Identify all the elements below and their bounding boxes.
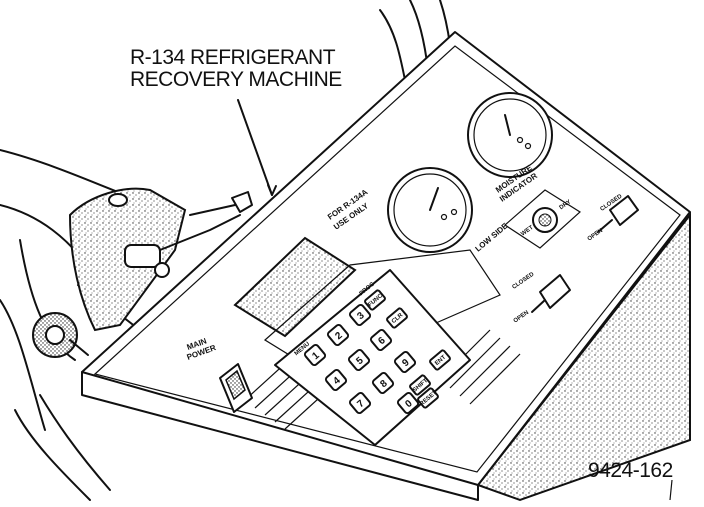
- valve-knob-upper[interactable]: [597, 195, 639, 233]
- key-8[interactable]: 8: [371, 371, 395, 395]
- key-ent[interactable]: ENT: [429, 349, 451, 371]
- key-clr[interactable]: CLR: [386, 307, 408, 329]
- key-9[interactable]: 9: [393, 350, 417, 374]
- key-label: 6: [376, 335, 388, 347]
- valve-knob-lower[interactable]: [531, 274, 571, 313]
- key-label: 2: [333, 330, 345, 342]
- key-label: 9: [400, 357, 412, 369]
- key-label: 1: [310, 350, 322, 362]
- key-func[interactable]: FUNC: [364, 289, 386, 311]
- key-label: 5: [354, 355, 366, 367]
- key-label: 0: [403, 398, 415, 410]
- key-4[interactable]: 4: [324, 368, 348, 392]
- callout-line-1: R-134 REFRIGERANT: [130, 46, 336, 69]
- callout-leader: [237, 99, 273, 196]
- key-7[interactable]: 7: [348, 391, 372, 415]
- main-power-switch[interactable]: [219, 363, 253, 413]
- low-side-gauge: [387, 167, 473, 253]
- key-2[interactable]: 2: [326, 323, 350, 347]
- display-window: [233, 236, 357, 338]
- machine-right-side: [476, 212, 691, 502]
- high-side-gauge: [467, 92, 553, 178]
- key-5[interactable]: 5: [347, 348, 371, 372]
- gear-part: [32, 312, 89, 358]
- key-label: 3: [355, 310, 367, 322]
- figure-number: 9424-162: [588, 459, 673, 482]
- moisture-indicator: [504, 189, 581, 249]
- key-3[interactable]: 3: [348, 303, 372, 327]
- key-0[interactable]: 0: [396, 391, 420, 415]
- key-shift[interactable]: SHIFT: [409, 374, 431, 396]
- engine-component: [68, 187, 253, 332]
- callout-line-2: RECOVERY MACHINE: [130, 68, 342, 91]
- key-label: 8: [378, 378, 390, 390]
- key-label: 7: [355, 398, 367, 410]
- key-6[interactable]: 6: [369, 328, 393, 352]
- key-label: 4: [331, 375, 343, 387]
- key-1[interactable]: 1: [303, 343, 327, 367]
